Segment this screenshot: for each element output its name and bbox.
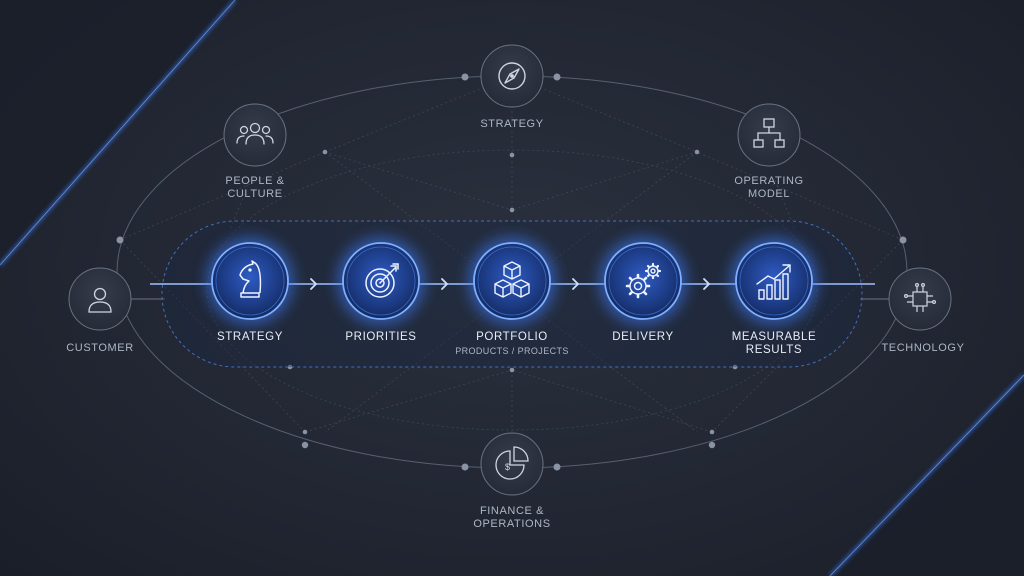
target-icon: [365, 263, 399, 298]
cubes-icon: [494, 261, 530, 298]
flow-arrow-3: [572, 278, 579, 290]
outer-label-finance-operations: FINANCE & OPERATIONS: [473, 505, 550, 531]
flow-label-delivery-line1: DELIVERY: [612, 331, 674, 343]
flow-arrow-4: [703, 278, 710, 290]
outer-label-customer-line1: CUSTOMER: [66, 342, 134, 354]
orbit-dots: [116, 73, 907, 471]
outer-label-operating-model-line1: OPERATING: [734, 175, 804, 187]
outer-node-operating-model: [737, 103, 801, 167]
flow-step-priorities: [337, 237, 425, 325]
outer-label-strategy-line1: STRATEGY: [480, 118, 544, 130]
outer-label-people-culture-line1: PEOPLE &: [225, 175, 285, 187]
outer-label-strategy: STRATEGY: [480, 118, 543, 131]
svg-text:$: $: [505, 462, 510, 472]
outer-node-finance-operations: $: [480, 432, 544, 496]
flow-label-strategy-line1: STRATEGY: [217, 331, 283, 343]
compass-icon: [498, 62, 526, 90]
gears-icon: [625, 262, 662, 299]
flow-label-strategy: STRATEGY: [217, 331, 283, 344]
flow-label-measurable-results-line1: MEASURABLE: [731, 331, 817, 343]
user-icon: [88, 287, 112, 313]
growth-chart-icon: [756, 264, 791, 300]
outer-label-operating-model: OPERATING MODEL: [734, 175, 803, 201]
outer-node-strategy: [480, 44, 544, 108]
outer-node-people-culture: [223, 103, 287, 167]
corner-decoration-right: [829, 374, 1024, 576]
outer-label-technology: TECHNOLOGY: [881, 342, 964, 355]
flow-label-priorities-line1: PRIORITIES: [345, 331, 417, 343]
outer-node-customer: [68, 267, 132, 331]
flow-label-delivery: DELIVERY: [612, 331, 673, 344]
flow-label-portfolio: PORTFOLIO PRODUCTS / PROJECTS: [455, 331, 569, 358]
flow-label-priorities: PRIORITIES: [345, 331, 416, 344]
flow-label-measurable-results-line2: RESULTS: [745, 344, 803, 356]
flow-arrow-2: [441, 278, 448, 290]
flow-label-portfolio-sub: PRODUCTS / PROJECTS: [455, 346, 569, 356]
people-icon: [236, 122, 274, 145]
corner-decoration-left: [0, 0, 236, 266]
outer-label-people-culture: PEOPLE & CULTURE: [225, 175, 284, 201]
flow-step-strategy: [206, 237, 294, 325]
flow-arrows: [310, 278, 710, 290]
outer-label-finance-operations-line2: OPERATIONS: [473, 518, 551, 530]
outer-label-operating-model-line2: MODEL: [747, 188, 791, 200]
outer-label-customer: CUSTOMER: [66, 342, 134, 355]
flow-step-measurable-results: [730, 237, 818, 325]
flow-label-measurable-results: MEASURABLE RESULTS: [732, 331, 817, 357]
chess-knight-icon: [239, 260, 262, 298]
outer-label-technology-line1: TECHNOLOGY: [881, 342, 965, 354]
flow-label-portfolio-line1: PORTFOLIO: [476, 331, 548, 343]
pie-chart-dollar-icon: $: [495, 446, 529, 480]
outer-label-people-culture-line2: CULTURE: [227, 188, 283, 200]
org-chart-icon: [753, 118, 785, 148]
flow-step-portfolio: [468, 237, 556, 325]
outer-node-technology: [888, 267, 952, 331]
outer-label-finance-operations-line1: FINANCE &: [479, 505, 545, 517]
flow-arrow-1: [310, 278, 317, 290]
chip-icon: [903, 283, 936, 312]
flow-step-delivery: [599, 237, 687, 325]
